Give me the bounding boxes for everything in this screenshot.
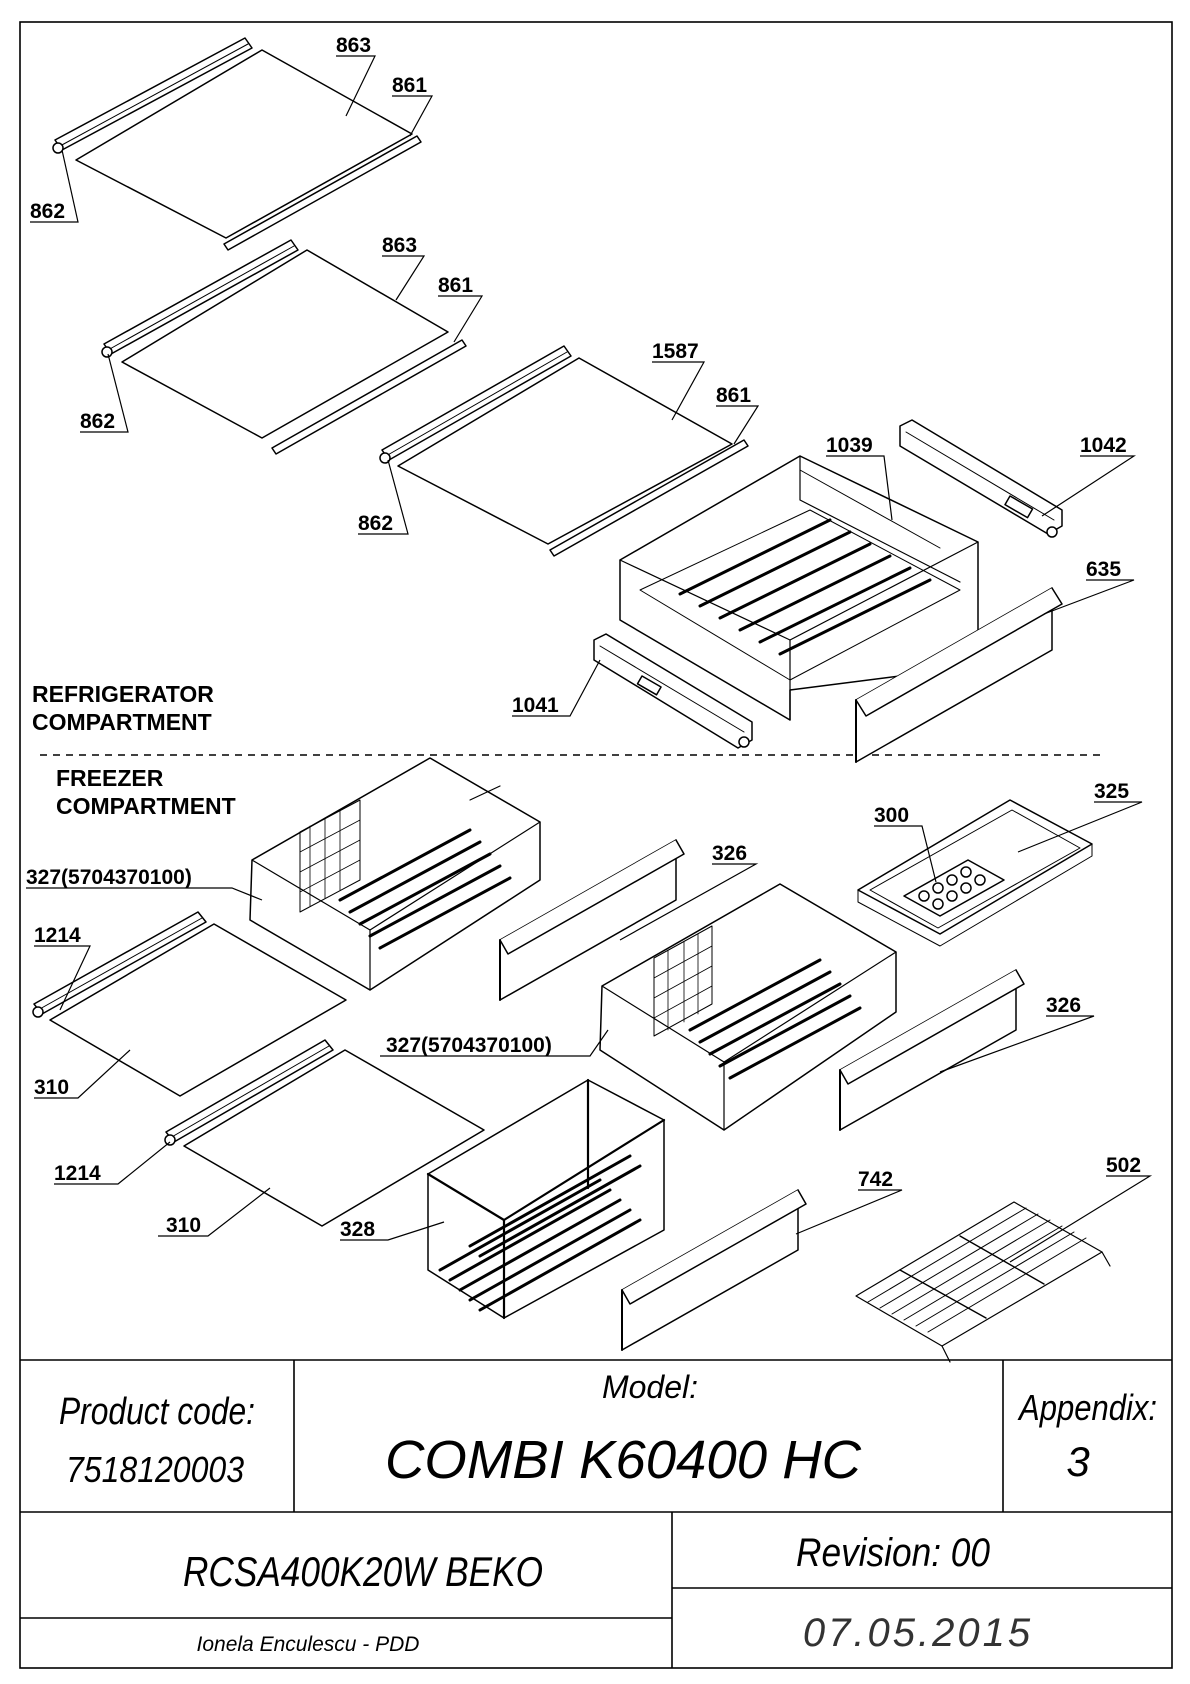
wire-shelf-502 — [855, 1201, 1111, 1363]
appendix-value: 3 — [1066, 1438, 1089, 1485]
callout-863-shelf2: 863 — [382, 234, 417, 257]
product-code-label: Product code: — [59, 1391, 255, 1433]
telescopic-rail-1041 — [593, 633, 753, 749]
crisper-drawer-1039 — [619, 455, 979, 721]
freezer-shelf-upper — [32, 911, 347, 1097]
callout-635: 635 — [1086, 558, 1121, 581]
callout-861-shelf3: 861 — [716, 384, 751, 407]
title-block — [20, 1359, 1172, 1668]
callout-1214-upper: 1214 — [34, 924, 81, 947]
freezer-label-line1: FREEZER — [56, 765, 164, 791]
freezer-basket-328 — [426, 1078, 666, 1320]
refrigerator-label-line1: REFRIGERATOR — [32, 681, 214, 707]
author: Ionela Enculescu - PDD — [197, 1633, 420, 1656]
callout-310-lower: 310 — [166, 1214, 201, 1237]
callout-1039: 1039 — [826, 434, 873, 457]
model-value: COMBI K60400 HC — [385, 1430, 862, 1490]
callout-326-lower: 326 — [1046, 994, 1081, 1017]
drawer-front-326-lower — [839, 969, 1025, 1131]
glass-shelf-3 — [379, 345, 749, 557]
drawer-front-326-upper — [499, 839, 685, 1001]
freezer-drawer-327-lower — [599, 883, 897, 1131]
drawer-front-635 — [855, 587, 1063, 763]
glass-shelf-1 — [52, 37, 422, 251]
callout-labels: 863 861 862 863 861 862 1587 861 862 103… — [26, 34, 1141, 1241]
model-label: Model: — [602, 1369, 698, 1405]
callout-300: 300 — [874, 804, 909, 827]
freezer-label-line2: COMPARTMENT — [56, 793, 236, 819]
callout-310-upper: 310 — [34, 1076, 69, 1099]
callout-862-shelf3: 862 — [358, 512, 393, 535]
callout-863-shelf1: 863 — [336, 34, 371, 57]
leader-lines — [26, 55, 1153, 1263]
callout-742: 742 — [858, 1168, 893, 1191]
freezer-shelf-lower — [164, 1039, 485, 1227]
egg-tray-300 — [903, 859, 1005, 917]
date: 07.05.2015 — [803, 1611, 1033, 1655]
callout-328: 328 — [340, 1218, 375, 1241]
product-code-value: 7518120003 — [66, 1449, 244, 1490]
callout-1587: 1587 — [652, 340, 699, 363]
callout-327-lower: 327(5704370100) — [386, 1034, 552, 1057]
callout-862-shelf2: 862 — [80, 410, 115, 433]
callout-327-upper: 327(5704370100) — [26, 866, 192, 889]
callout-861-shelf2: 861 — [438, 274, 473, 297]
callout-1041: 1041 — [512, 694, 559, 717]
telescopic-rail-1042 — [899, 419, 1063, 538]
drawer-front-742 — [621, 1189, 807, 1351]
callout-326-upper: 326 — [712, 842, 747, 865]
product-name: RCSA400K20W BEKO — [183, 1548, 543, 1595]
appendix-label: Appendix: — [1017, 1387, 1157, 1428]
callout-861-shelf1: 861 — [392, 74, 427, 97]
callout-502: 502 — [1106, 1154, 1141, 1177]
callout-1042: 1042 — [1080, 434, 1127, 457]
callout-1214-lower: 1214 — [54, 1162, 101, 1185]
drawing-border — [19, 21, 1173, 1669]
callout-325: 325 — [1094, 780, 1129, 803]
revision: Revision: 00 — [796, 1531, 990, 1575]
freezer-drawer-327-upper — [249, 757, 541, 991]
refrigerator-label-line2: COMPARTMENT — [32, 709, 212, 735]
glass-shelf-2 — [101, 239, 467, 455]
callout-862-shelf1: 862 — [30, 200, 65, 223]
